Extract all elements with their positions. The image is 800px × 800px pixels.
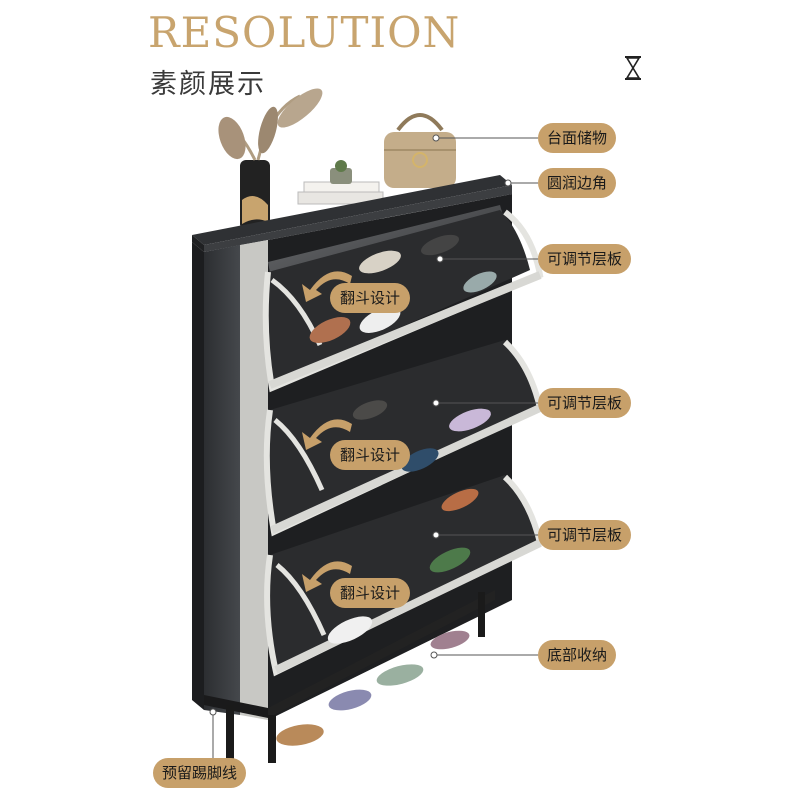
page-title: RESOLUTION bbox=[148, 8, 461, 57]
cabinet-top bbox=[192, 175, 512, 252]
cabinet-side bbox=[192, 240, 268, 720]
callout-adjustable-shelf-1: 可调节层板 bbox=[538, 244, 632, 274]
flip-label-1: 翻斗设计 bbox=[330, 283, 411, 313]
callout-bottom-storage: 底部收纳 bbox=[538, 640, 617, 670]
shoes bbox=[276, 234, 497, 746]
flip-drawer-2 bbox=[263, 339, 544, 537]
flip-label-2: 翻斗设计 bbox=[330, 440, 411, 470]
flip-drawer-3 bbox=[264, 474, 544, 677]
hourglass-icon bbox=[625, 56, 641, 80]
flip-arrows bbox=[302, 271, 352, 592]
books-decor bbox=[297, 160, 384, 205]
callout-kickboard: 预留踢脚线 bbox=[153, 758, 247, 788]
cabinet-base bbox=[204, 590, 495, 765]
callout-rounded-corner: 圆润边角 bbox=[538, 168, 617, 198]
flip-label-3: 翻斗设计 bbox=[330, 578, 411, 608]
page-subtitle: 素颜展示 bbox=[150, 69, 266, 100]
handbag-decor bbox=[384, 113, 456, 188]
callout-adjustable-shelf-2: 可调节层板 bbox=[538, 388, 632, 418]
vase-decor bbox=[218, 88, 323, 230]
callout-countertop-storage: 台面储物 bbox=[538, 123, 617, 153]
callout-adjustable-shelf-3: 可调节层板 bbox=[538, 520, 632, 550]
